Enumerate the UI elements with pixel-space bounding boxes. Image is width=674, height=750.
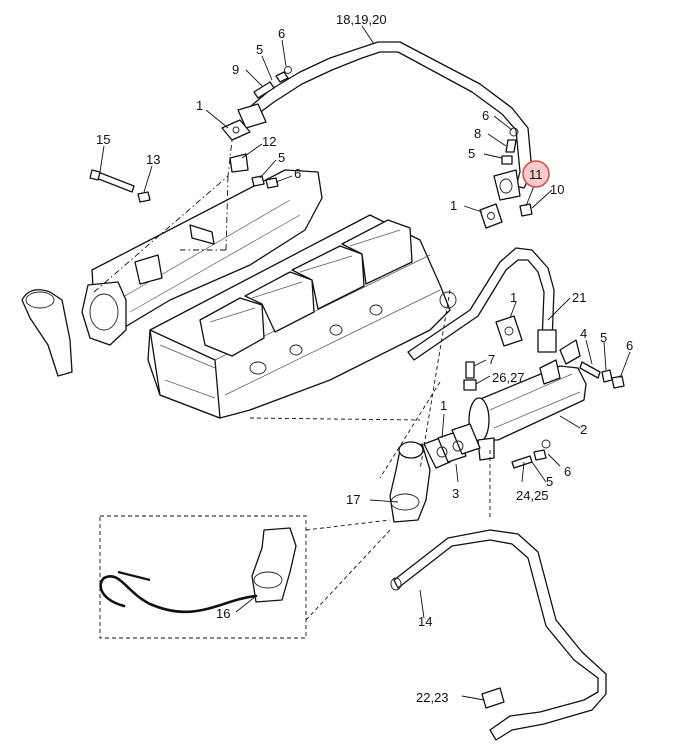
highlight-circle	[522, 160, 550, 188]
leader-lines	[99, 25, 631, 701]
elbow-17	[389, 441, 431, 523]
callout-6: 6	[278, 26, 285, 41]
callout-7: 7	[488, 352, 495, 367]
callout-1: 1	[510, 290, 517, 305]
callout-9: 9	[232, 62, 239, 77]
callout-3: 3	[452, 486, 459, 501]
callout-16: 16	[216, 606, 230, 621]
callout-6: 6	[482, 108, 489, 123]
callout-5: 5	[468, 146, 475, 161]
pipe-14	[390, 529, 607, 741]
egr-pipe-top	[237, 41, 533, 201]
callout-22-23: 22,23	[416, 690, 449, 705]
callout-10: 10	[550, 182, 564, 197]
callout-13: 13	[146, 152, 160, 167]
callout-12: 12	[262, 134, 276, 149]
callout-26-27: 26,27	[492, 370, 525, 385]
gasket-stack-3	[423, 423, 481, 469]
rocker-covers	[199, 219, 413, 357]
callout-4: 4	[580, 326, 587, 341]
callout-1: 1	[440, 398, 447, 413]
callout-15: 15	[96, 132, 110, 147]
callout-labels: 18,19,20 6 5 9 1 12 5 6 15 13 6 8 5 11 1…	[96, 12, 633, 705]
callout-1: 1	[196, 98, 203, 113]
callout-8: 8	[474, 126, 481, 141]
engine-block	[91, 169, 457, 419]
gasket-21	[495, 315, 523, 347]
inset-sensor-16	[99, 515, 393, 639]
hardware-right	[463, 361, 625, 469]
hardware-top	[89, 66, 533, 229]
callout-5: 5	[278, 150, 285, 165]
pipe-21	[407, 247, 557, 361]
thermostat-housing	[21, 281, 127, 377]
callout-6: 6	[294, 166, 301, 181]
callout-5: 5	[256, 42, 263, 57]
callout-11-highlighted: 11	[529, 167, 543, 182]
egr-cooler	[468, 339, 587, 461]
callout-5: 5	[600, 330, 607, 345]
callout-6: 6	[564, 464, 571, 479]
callout-18-19-20: 18,19,20	[336, 12, 387, 27]
callout-24-25: 24,25	[516, 488, 549, 503]
callout-17: 17	[346, 492, 360, 507]
callout-6: 6	[626, 338, 633, 353]
callout-2: 2	[580, 422, 587, 437]
callout-21: 21	[572, 290, 586, 305]
callout-1: 1	[450, 198, 457, 213]
callout-14: 14	[418, 614, 432, 629]
callout-5: 5	[546, 474, 553, 489]
